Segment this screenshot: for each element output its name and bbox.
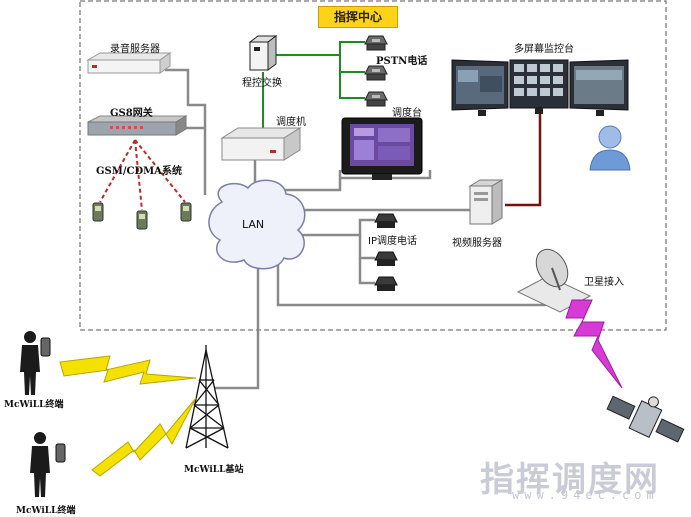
link-lan-ipphone [300, 218, 375, 237]
operator-user-icon [589, 125, 631, 171]
label-dispatcher: 调度机 [276, 117, 306, 128]
base-station-tower [185, 345, 229, 449]
label-pbx: 程控交换 [242, 78, 282, 89]
label-mcwill-terminal-1: McWiLL终端 [4, 400, 64, 410]
label-pstn-phone: PSTN电话 [376, 56, 428, 67]
mcwill-terminal-person-2 [30, 432, 66, 497]
phone-icon [364, 91, 388, 107]
pstn-phones [364, 35, 388, 107]
wireless-link-lower [91, 397, 197, 477]
label-satellite: 卫星接入 [584, 277, 624, 288]
label-multiscreen: 多屏幕监控台 [514, 44, 574, 55]
phone-icon [364, 65, 388, 81]
label-ip-phone: IP调度电话 [368, 236, 417, 247]
console-monitor [341, 117, 423, 180]
lan-cloud [208, 179, 306, 270]
watermark-text: 指挥调度网 [480, 460, 660, 500]
label-mcwill-base: McWiLL基站 [184, 465, 244, 475]
label-gs8-gateway: GS8网关 [110, 108, 153, 119]
phone-icon [374, 213, 398, 228]
pbx-switch [248, 35, 278, 71]
label-mcwill-terminal-2: McWiLL终端 [16, 506, 76, 516]
gsm-handset-icon [180, 202, 192, 222]
command-center-boundary [79, 0, 667, 331]
multiscreen-monitors [451, 59, 629, 116]
label-recording-server: 录音服务器 [110, 44, 160, 55]
command-center-title: 指挥中心 [318, 6, 398, 28]
phone-icon [374, 276, 398, 291]
satellite-beam [565, 299, 623, 389]
gsm-links [99, 139, 186, 211]
gsm-handset-icon [136, 210, 148, 230]
phone-icon [374, 251, 398, 266]
gs8-gateway [87, 115, 188, 136]
recording-server [86, 52, 172, 74]
link-lan-base [215, 262, 260, 390]
link-ipphone-3 [358, 258, 375, 285]
watermark-url: www.94ec.com [512, 488, 659, 502]
ip-phones [374, 213, 398, 291]
dispatcher-unit [220, 127, 302, 161]
link-console-lan [285, 170, 342, 192]
label-lan: LAN [242, 218, 265, 231]
wireless-link-upper [59, 355, 197, 385]
link-video-monitor [505, 112, 542, 207]
video-server [468, 179, 504, 225]
label-console: 调度台 [392, 108, 422, 119]
link-lan-satellite [276, 258, 561, 307]
link-recording-lan [165, 68, 207, 195]
phone-icon [364, 35, 388, 51]
link-console-lan2 [340, 170, 432, 180]
label-gsm-cdma: GSM/CDMA系统 [96, 166, 182, 177]
gsm-handset-icon [92, 202, 104, 222]
label-video-server: 视频服务器 [452, 238, 502, 249]
gsm-handsets [92, 202, 192, 230]
pstn-links [262, 41, 365, 130]
mcwill-terminal-person-1 [20, 331, 51, 395]
satellite-icon [606, 395, 685, 443]
